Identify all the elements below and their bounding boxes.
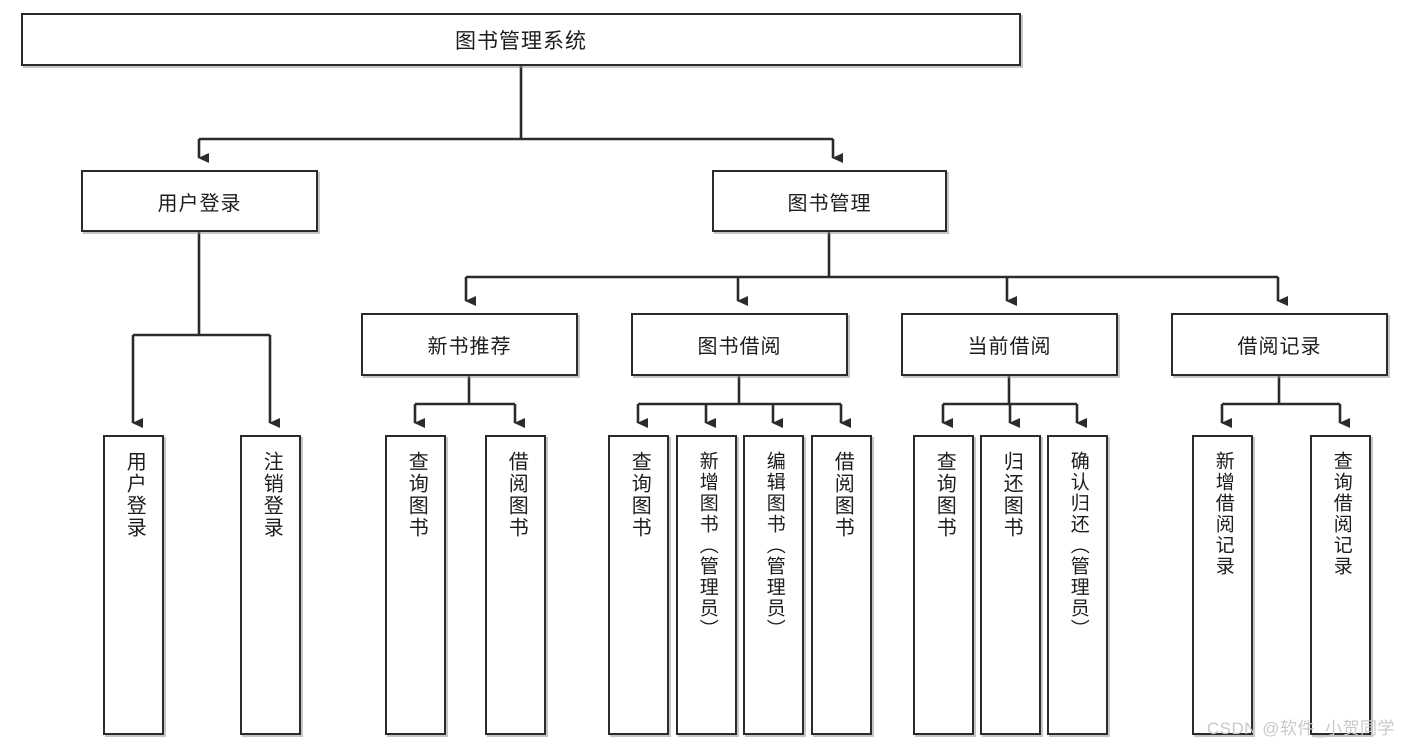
node-leaf-add-record[interactable]: 新增借阅记录 xyxy=(1192,435,1253,735)
node-book-management[interactable]: 图书管理 xyxy=(712,170,947,232)
node-leaf-user-login[interactable]: 用户登录 xyxy=(103,435,164,735)
node-leaf-query-record[interactable]: 查询借阅记录 xyxy=(1310,435,1371,735)
node-leaf-confirm-return-label: 确认归还（管理员） xyxy=(1067,451,1089,640)
watermark: CSDN @软件_小贺同学 xyxy=(1206,719,1395,738)
node-leaf-query-book-2[interactable]: 查询图书 xyxy=(608,435,669,735)
node-leaf-return-book-label: 归还图书 xyxy=(1000,451,1023,539)
node-current-borrow[interactable]: 当前借阅 xyxy=(901,313,1118,376)
node-leaf-confirm-return[interactable]: 确认归还（管理员） xyxy=(1047,435,1108,735)
node-root[interactable]: 图书管理系统 xyxy=(21,13,1021,66)
node-leaf-query-book-1-label: 查询图书 xyxy=(405,451,428,539)
node-leaf-edit-book[interactable]: 编辑图书（管理员） xyxy=(743,435,804,735)
node-leaf-query-book-2-label: 查询图书 xyxy=(628,451,651,539)
node-book-management-label: 图书管理 xyxy=(787,192,872,215)
node-new-book-recommend[interactable]: 新书推荐 xyxy=(361,313,578,376)
node-leaf-query-book-3[interactable]: 查询图书 xyxy=(913,435,974,735)
node-borrow-record-label: 借阅记录 xyxy=(1237,336,1322,358)
node-leaf-borrow-book-2[interactable]: 借阅图书 xyxy=(811,435,872,735)
node-leaf-add-book[interactable]: 新增图书（管理员） xyxy=(676,435,737,735)
node-leaf-query-record-label: 查询借阅记录 xyxy=(1330,451,1352,577)
node-new-book-recommend-label: 新书推荐 xyxy=(427,336,512,358)
node-leaf-query-book-1[interactable]: 查询图书 xyxy=(385,435,446,735)
node-user-login[interactable]: 用户登录 xyxy=(81,170,318,232)
node-book-borrow-label: 图书借阅 xyxy=(697,336,782,358)
node-book-borrow[interactable]: 图书借阅 xyxy=(631,313,848,376)
node-leaf-borrow-book-2-label: 借阅图书 xyxy=(831,451,854,539)
node-user-login-label: 用户登录 xyxy=(157,192,242,215)
node-root-label: 图书管理系统 xyxy=(455,29,587,53)
node-leaf-add-book-label: 新增图书（管理员） xyxy=(696,451,718,640)
node-current-borrow-label: 当前借阅 xyxy=(967,336,1052,358)
node-leaf-add-record-label: 新增借阅记录 xyxy=(1212,451,1234,577)
node-leaf-user-logout-label: 注销登录 xyxy=(260,451,283,539)
node-leaf-borrow-book-1-label: 借阅图书 xyxy=(505,451,528,539)
node-leaf-user-logout[interactable]: 注销登录 xyxy=(240,435,301,735)
node-leaf-user-login-label: 用户登录 xyxy=(123,451,146,539)
node-leaf-edit-book-label: 编辑图书（管理员） xyxy=(763,451,785,640)
node-borrow-record[interactable]: 借阅记录 xyxy=(1171,313,1388,376)
node-leaf-return-book[interactable]: 归还图书 xyxy=(980,435,1041,735)
node-leaf-borrow-book-1[interactable]: 借阅图书 xyxy=(485,435,546,735)
node-leaf-query-book-3-label: 查询图书 xyxy=(933,451,956,539)
